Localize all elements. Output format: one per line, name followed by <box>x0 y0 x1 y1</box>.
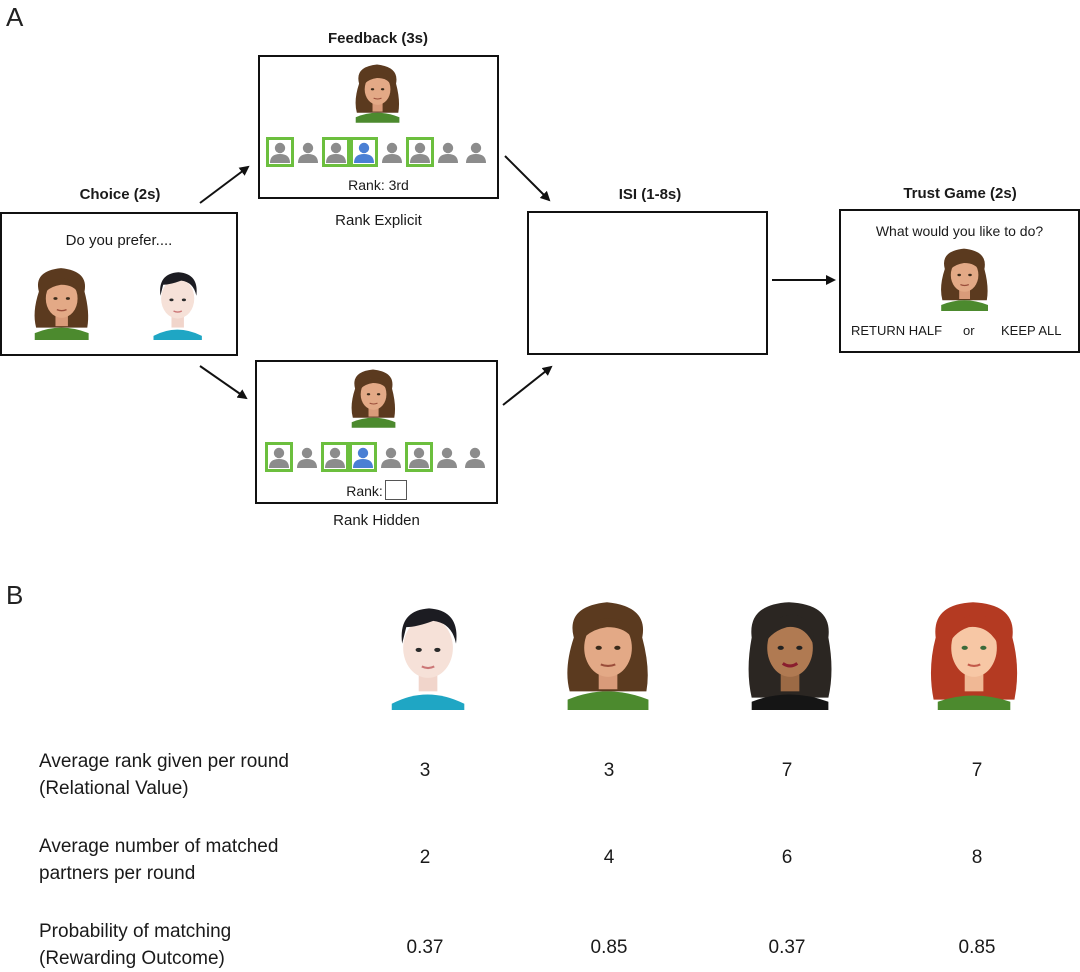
matched-partner-icon <box>405 442 433 472</box>
value-cell: 0.85 <box>958 937 996 958</box>
arrow-choice-to-hidden <box>199 365 248 400</box>
rank-icon-row-explicit <box>266 137 490 167</box>
row-label-rank: Average rank given per round (Relational… <box>39 748 289 802</box>
arrow-explicit-to-isi <box>504 155 551 202</box>
rank-text: Rank: 3rd <box>348 177 409 193</box>
dark-hair-face-icon <box>747 600 834 710</box>
row-label-rank-line-1: Average rank given per round <box>39 751 289 772</box>
arrow-hidden-to-isi <box>502 365 553 406</box>
flow-arrows <box>199 155 836 406</box>
isi-box <box>527 211 768 355</box>
row-label-probability-line-2: (Rewarding Outcome) <box>39 948 225 969</box>
value-cell: 3 <box>419 760 431 781</box>
value-cell: 7 <box>781 760 793 781</box>
value-cell: 4 <box>603 847 615 868</box>
value-cell: 0.37 <box>406 937 444 958</box>
row-label-partners: Average number of matched partners per r… <box>39 833 278 887</box>
choice-title: Choice (2s) <box>79 186 161 203</box>
or-text: or <box>963 323 975 338</box>
row-label-probability-line-1: Probability of matching <box>39 921 232 942</box>
rank-explicit-caption: Rank Explicit <box>335 212 422 229</box>
matched-partner-icon <box>266 137 294 167</box>
rank-hidden-caption: Rank Hidden <box>333 512 420 529</box>
isi-title: ISI (1-8s) <box>618 186 682 203</box>
row-label-partners-line-2: partners per round <box>39 863 196 884</box>
short-hair-face-icon <box>390 607 466 710</box>
return-half-option: RETURN HALF <box>851 323 943 338</box>
value-cell: 3 <box>603 760 615 781</box>
matched-partner-icon <box>406 137 434 167</box>
trust-game-box: What would you like to do? RETURN HALF o… <box>839 209 1080 353</box>
rank-hidden-label: Rank: <box>346 483 383 499</box>
value-cell: 0.37 <box>768 937 806 958</box>
keep-all-option: KEEP ALL <box>1001 323 1062 338</box>
rank-empty-box <box>384 480 407 500</box>
matched-partner-icon <box>321 442 349 472</box>
value-cell: 8 <box>971 847 983 868</box>
choice-prompt: Do you prefer.... <box>65 232 173 249</box>
value-cell: 2 <box>419 847 431 868</box>
matched-partner-icon <box>265 442 293 472</box>
panel-b-label: B <box>6 580 24 610</box>
row-label-rank-line-2: (Relational Value) <box>39 778 189 799</box>
arrow-choice-to-explicit <box>199 165 250 204</box>
rank-icon-row-hidden <box>265 442 489 472</box>
matched-partner-icon <box>322 137 350 167</box>
feedback-explicit-box: Rank: 3rd <box>258 55 499 199</box>
choice-box: Do you prefer.... <box>0 212 238 356</box>
rank-hidden-field: Rank: <box>257 480 496 500</box>
trust-game-title: Trust Game (2s) <box>903 185 1017 202</box>
value-cell: 6 <box>781 847 793 868</box>
redhead-face-icon <box>929 601 1019 710</box>
matched-partner-icon <box>349 442 377 472</box>
brunette-face-icon <box>566 601 650 710</box>
value-cell: 7 <box>971 760 983 781</box>
panel-a-label: A <box>6 2 24 32</box>
row-label-probability: Probability of matching (Rewarding Outco… <box>39 918 231 972</box>
matched-partner-icon <box>350 137 378 167</box>
trust-question: What would you like to do? <box>875 223 1044 239</box>
row-label-partners-line-1: Average number of matched <box>39 836 279 857</box>
feedback-hidden-box: Rank: <box>255 360 498 504</box>
feedback-title: Feedback (3s) <box>327 30 429 47</box>
value-cell: 0.85 <box>590 937 628 958</box>
